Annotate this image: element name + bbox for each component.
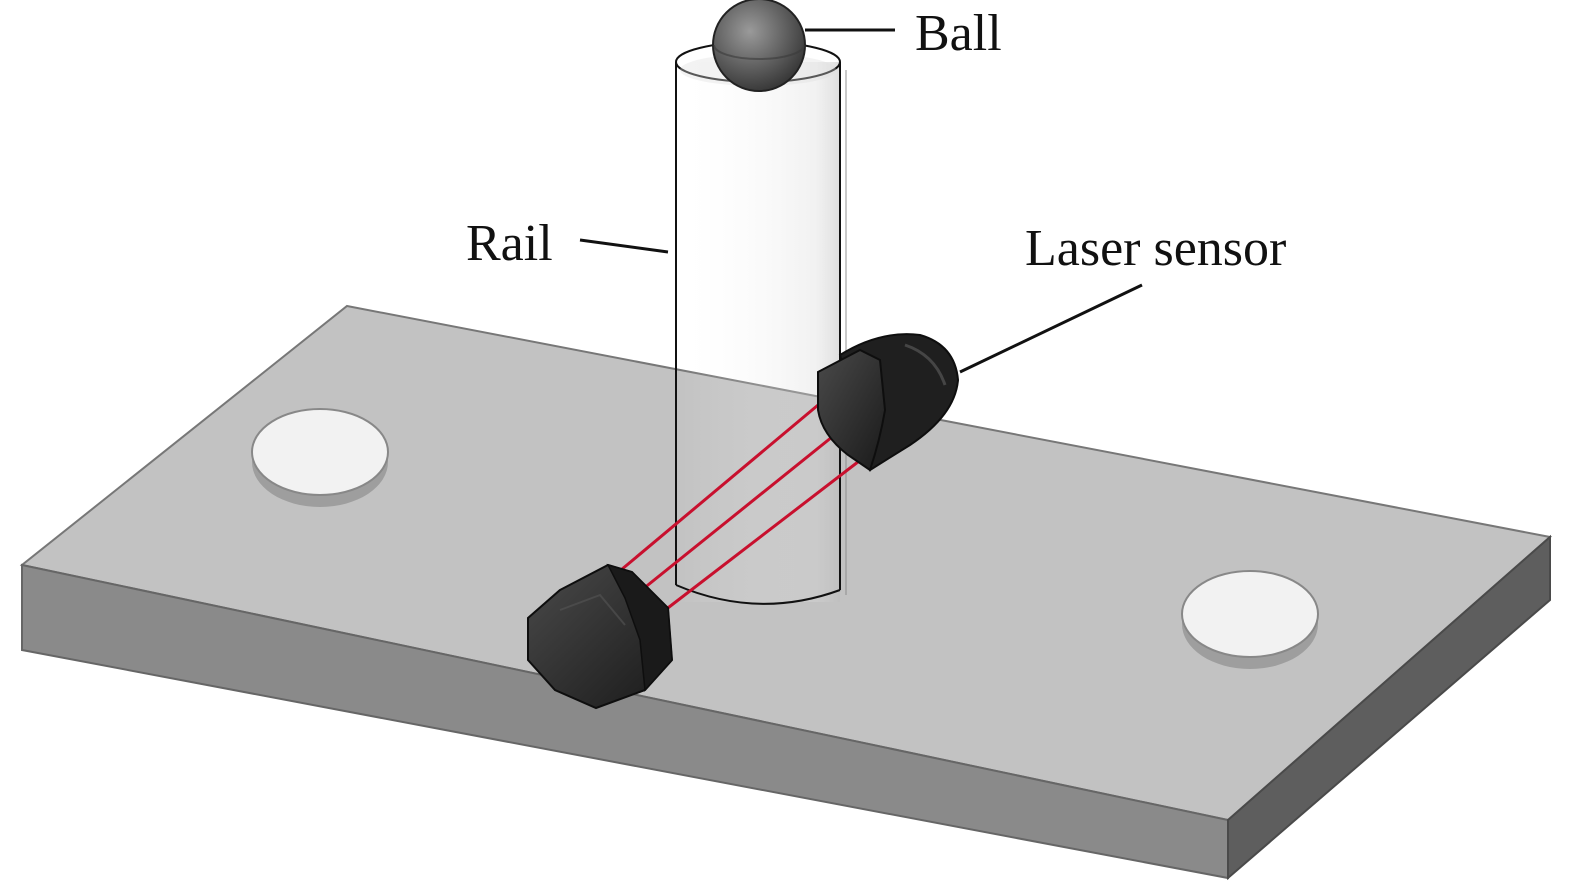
rail-label: Rail: [466, 215, 553, 272]
rail-tube: [675, 41, 847, 605]
rail-leader-line: [579, 238, 669, 254]
laser-sensor-receiver: [817, 333, 960, 472]
plate-side-face: [1227, 534, 1551, 881]
ball: [712, 0, 806, 92]
laser-sensor-label: Laser sensor: [1025, 220, 1286, 277]
laser-sensor-leader-line: [959, 283, 1143, 374]
ball-label: Ball: [915, 5, 1002, 62]
mounting-hole-right: [1181, 570, 1319, 669]
laser-sensor-emitter: [527, 563, 674, 710]
mounting-hole-left: [251, 408, 389, 507]
leader-lines: [579, 28, 1143, 374]
